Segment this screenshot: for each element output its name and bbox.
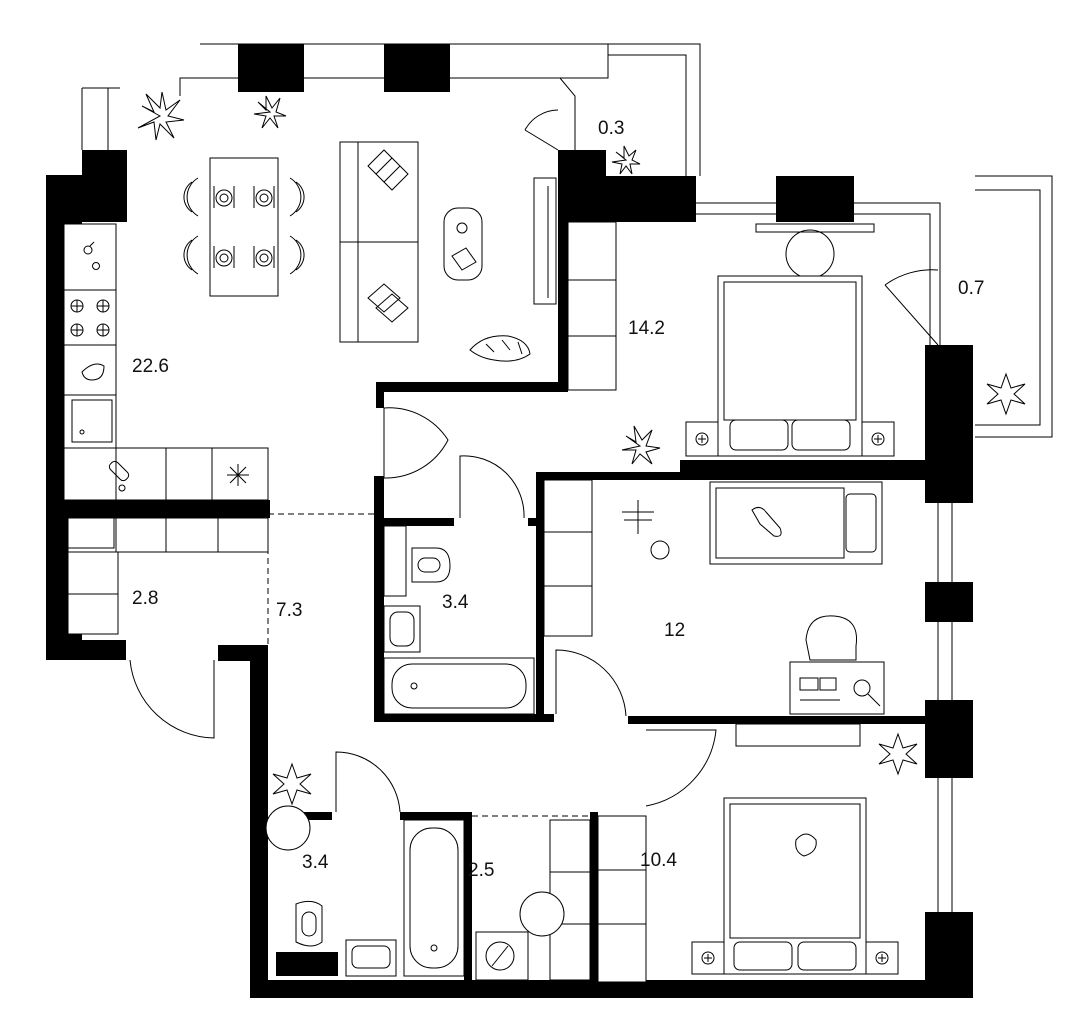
storage-furniture	[63, 517, 269, 635]
area-label-storage: 2.8	[132, 588, 158, 609]
area-label-bedroom-master: 14.2	[628, 318, 665, 339]
cat-icon	[469, 335, 531, 362]
sink-icon	[81, 363, 105, 381]
plant-icon-hallway	[272, 762, 312, 806]
bathroom-lower-fixtures	[265, 805, 591, 981]
area-label-bathroom-lower: 3.4	[302, 852, 329, 873]
area-label-hallway: 7.3	[276, 600, 302, 621]
area-label-bedroom-small: 10.4	[640, 850, 677, 871]
bedroom-master-furniture	[567, 221, 895, 457]
plant-icon-bedroom-small	[878, 732, 918, 776]
dining-table	[183, 157, 305, 297]
area-label-bedroom-child: 12	[664, 620, 685, 641]
area-label-living-kitchen: 22.6	[132, 356, 169, 377]
plant-icon-2	[253, 95, 287, 129]
plant-icon-bedroom	[621, 425, 661, 465]
coffee-table	[443, 207, 483, 281]
kitchen-counter	[63, 223, 269, 501]
tv-unit	[533, 177, 557, 305]
bedroom-small-furniture	[597, 723, 899, 983]
area-label-laundry: 2.5	[468, 860, 494, 881]
cooktop-icon	[70, 299, 110, 337]
plant-icon-right-balcony	[986, 372, 1026, 416]
plant-icon-balcony	[611, 145, 641, 175]
sofa	[339, 141, 419, 343]
doors	[129, 109, 939, 813]
bathroom-upper-fixtures	[383, 525, 535, 715]
area-label-bathroom-upper: 3.4	[442, 592, 469, 613]
utensils-icon	[108, 460, 130, 492]
kettle-icon	[83, 241, 100, 270]
bedroom-child-furniture	[543, 479, 885, 715]
snowflake-icon	[227, 464, 249, 486]
plant-icon	[137, 91, 185, 141]
area-label-balcony-top: 0.3	[598, 118, 624, 139]
area-label-balcony-right: 0.7	[958, 278, 984, 299]
area-labels: 22.6 0.3 14.2 0.7 2.8 7.3 3.4 12 3.4 2.5…	[132, 118, 984, 881]
